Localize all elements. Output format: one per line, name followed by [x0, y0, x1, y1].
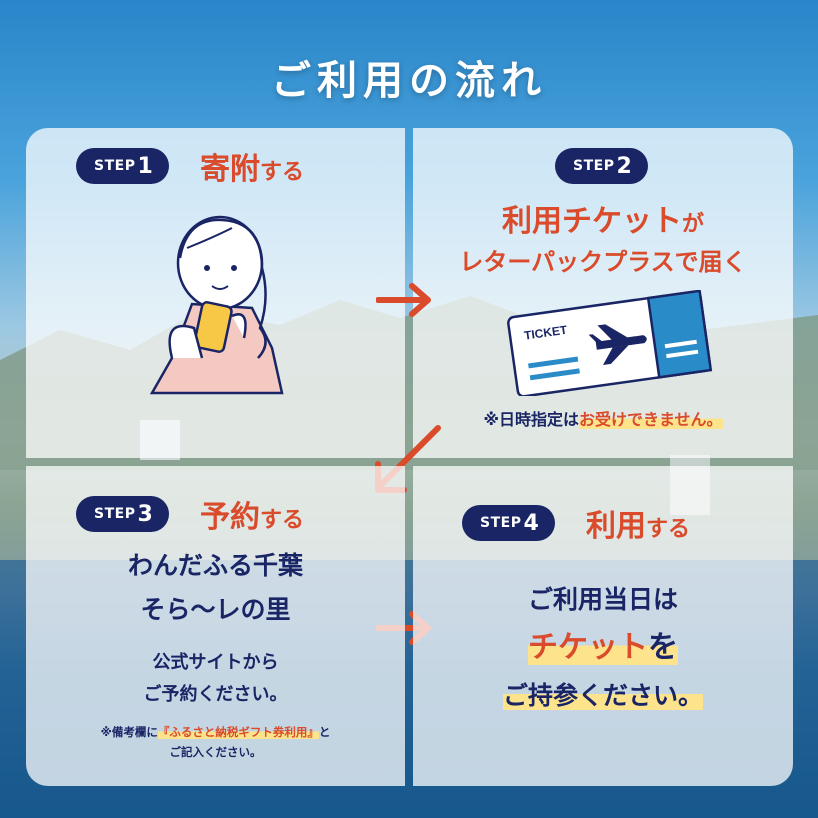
step1-heading: 寄附する	[200, 152, 305, 187]
ticket-label: TICKET	[523, 323, 569, 343]
step3-note-line2: ご記入ください。	[169, 745, 262, 759]
step2-heading: 利用チケットが	[501, 204, 704, 239]
ticket-airplane-icon: TICKET	[507, 290, 713, 396]
page-title: ご利用の流れ	[271, 58, 547, 104]
step4-line2: チケットを	[528, 630, 678, 665]
step4-heading: 利用する	[586, 509, 691, 544]
step3-heading: 予約する	[200, 500, 305, 535]
step4-line3: ご持参ください。	[502, 681, 703, 710]
arrow-right-icon	[376, 283, 431, 317]
person-with-phone-illustration	[149, 215, 284, 395]
step2-note: ※日時指定はお受けできません。	[483, 410, 723, 429]
step3-body-line1: 公式サイトから	[152, 652, 279, 673]
step4-line1: ご利用当日は	[527, 585, 678, 614]
step2-subheading: レターパックプラスで届く	[459, 248, 747, 276]
step3-site-name-line2: そら〜レの里	[140, 595, 291, 624]
step3-note-line1: ※備考欄に『ふるさと納税ギフト券利用』と	[100, 725, 331, 739]
step3-body-line2: ご予約ください。	[143, 684, 288, 705]
step3-site-name-line1: わんだふる千葉	[127, 551, 303, 580]
